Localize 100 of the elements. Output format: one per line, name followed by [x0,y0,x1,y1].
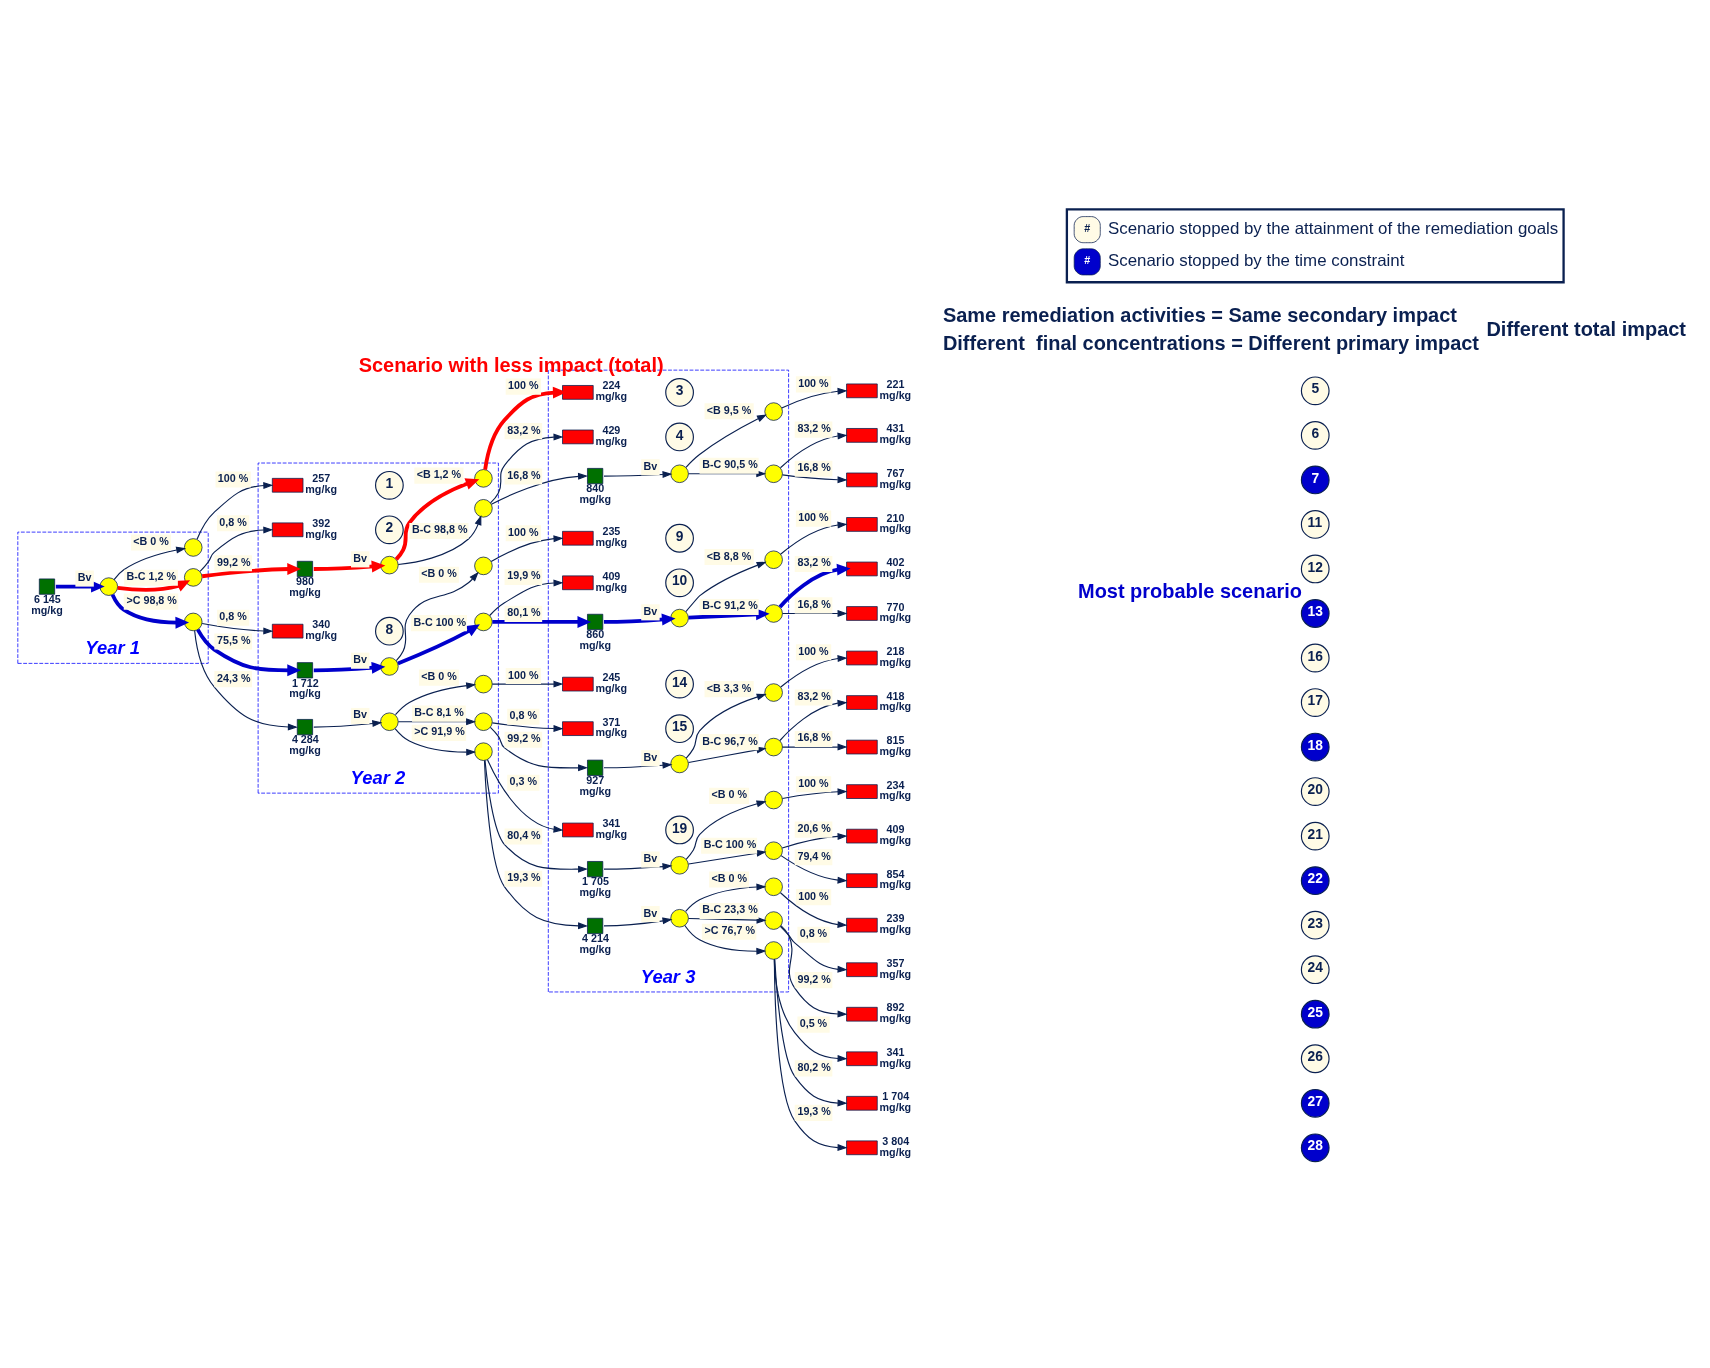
edge-label: 100 % [798,376,829,389]
edge-label: B-C 91,2 % [702,598,758,611]
edge-label: 100 % [798,889,829,902]
node-label: 245 mg/kg [595,670,628,694]
node-label: 854 mg/kg [879,867,912,890]
edge-label: 16,8 % [797,597,831,610]
node-label: 224 mg/kg [595,378,628,402]
edge-label: 19,3 % [507,870,541,883]
node-label: 341 mg/kg [879,1045,912,1069]
edge-label: 100 % [798,776,829,789]
edge-label: 0,8 % [219,609,247,622]
edge-label: 100 % [508,668,539,681]
edge-label: 80,2 % [797,1060,831,1073]
edge-label: <B 0 % [421,566,457,579]
edge-label: 79,4 % [797,849,831,862]
node-label: 860 mg/kg [579,627,612,651]
edge-label: Bv [643,604,658,617]
edge-label: <B 1,2 % [416,467,462,480]
edge-label: Bv [353,707,368,720]
legend-label: Scenario stopped by the attainment of the remediation goals [1107,218,1559,238]
edge-label: 83,2 % [797,689,831,702]
edge-label: Bv [353,652,368,665]
node-label: 218 mg/kg [879,644,912,668]
edge-label: B-C 100 % [413,615,467,628]
edge-label: 0,3 % [509,774,537,787]
node-label: 221 mg/kg [879,377,912,401]
edge-label: 100 % [508,378,539,391]
edge-label: 83,2 % [797,421,831,434]
edge-label: 99,2 % [507,731,541,744]
edge-label: 19,9 % [507,568,541,581]
edge-label: >C 76,7 % [704,923,755,936]
node-label: 4 284 mg/kg [289,732,321,756]
edge-label: 0,5 % [799,1016,828,1029]
edge-label: <B 0 % [421,669,457,682]
edge-label: B-C 96,7 % [702,734,758,747]
node-label: 429 mg/kg [595,423,628,447]
edge-label: <B 0 % [711,871,747,884]
edge-label: 83,2 % [797,555,831,568]
node-label: 402 mg/kg [879,555,912,579]
node-label: 409 mg/kg [879,822,912,846]
node-label: 4 214 mg/kg [579,931,612,955]
edge-label: <B 8,8 % [706,549,752,562]
edge-label: <B 0 % [711,787,747,800]
node-label: 431 mg/kg [879,421,912,445]
node-label: 234 mg/kg [879,778,912,801]
edge-label: B-C 100 % [703,837,757,850]
node-label: 1 712 mg/kg [289,676,321,699]
node-label: 770 mg/kg [879,600,912,623]
node-label: 409 mg/kg [595,569,628,593]
edge-label: 0,8 % [509,708,537,721]
edge-label: Bv [643,459,658,472]
edge-label: 99,2 % [797,972,831,985]
edge-label: 99,2 % [217,555,251,568]
node-label: 239 mg/kg [879,911,912,935]
edge-label: 100 % [508,525,539,538]
edge-label: 80,1 % [507,605,541,618]
edge-label: <B 3,3 % [706,681,752,694]
label: # [1084,253,1091,266]
edge-label: >C 98,8 % [126,593,177,606]
edge-label: <B 9,5 % [706,403,752,416]
node-label: 257 mg/kg [305,471,337,495]
edge-label: 16,8 % [507,468,541,481]
edge-label: B-C 98,8 % [412,522,468,535]
edge-label: B-C 8,1 % [414,705,464,718]
node-label: 392 mg/kg [305,516,337,540]
edge-label: 80,4 % [507,828,541,841]
edge-label: Bv [643,750,658,763]
edge-label: 83,2 % [507,423,541,436]
edge-label: B-C 1,2 % [126,569,176,582]
edge-label: 100 % [798,644,829,657]
legend-label: Scenario stopped by the time constraint [1107,250,1405,270]
label: Different total impact [1486,317,1686,340]
node-label: 927 mg/kg [579,773,612,797]
edge-label: 100 % [217,471,249,484]
node-label: 767 mg/kg [879,466,912,490]
node-label: 980 mg/kg [289,574,321,598]
node-label: 357 mg/kg [879,956,912,980]
node-label: 3 804 mg/kg [879,1134,912,1158]
node-label: 340 mg/kg [305,617,337,641]
label: Different final concentrations = Different primary impact [942,331,1479,354]
edge-label: Bv [353,551,368,564]
node-label: 1 704 mg/kg [879,1089,912,1113]
node-label: 815 mg/kg [879,733,912,757]
label: # [1084,221,1091,234]
edge-label: Bv [77,570,92,583]
edge-label: 0,8 % [219,515,247,528]
edge-label: 16,8 % [797,730,831,743]
edge-label: Bv [643,851,658,864]
node-label: 1 705 mg/kg [579,874,612,898]
node-label: 6 145 mg/kg [31,592,63,616]
node-label: 840 mg/kg [579,481,612,505]
edge-label: 0,8 % [799,926,828,939]
edge-label: 19,3 % [797,1104,831,1117]
edge-label: 24,3 % [217,671,251,684]
node-label: 341 mg/kg [595,816,628,840]
node-label: Most probable scenario [1078,579,1302,602]
node-label: 418 mg/kg [879,689,912,712]
node-label: 210 mg/kg [879,511,912,534]
edge-label: <B 0 % [133,534,169,547]
edge-label: 75,5 % [217,633,251,646]
